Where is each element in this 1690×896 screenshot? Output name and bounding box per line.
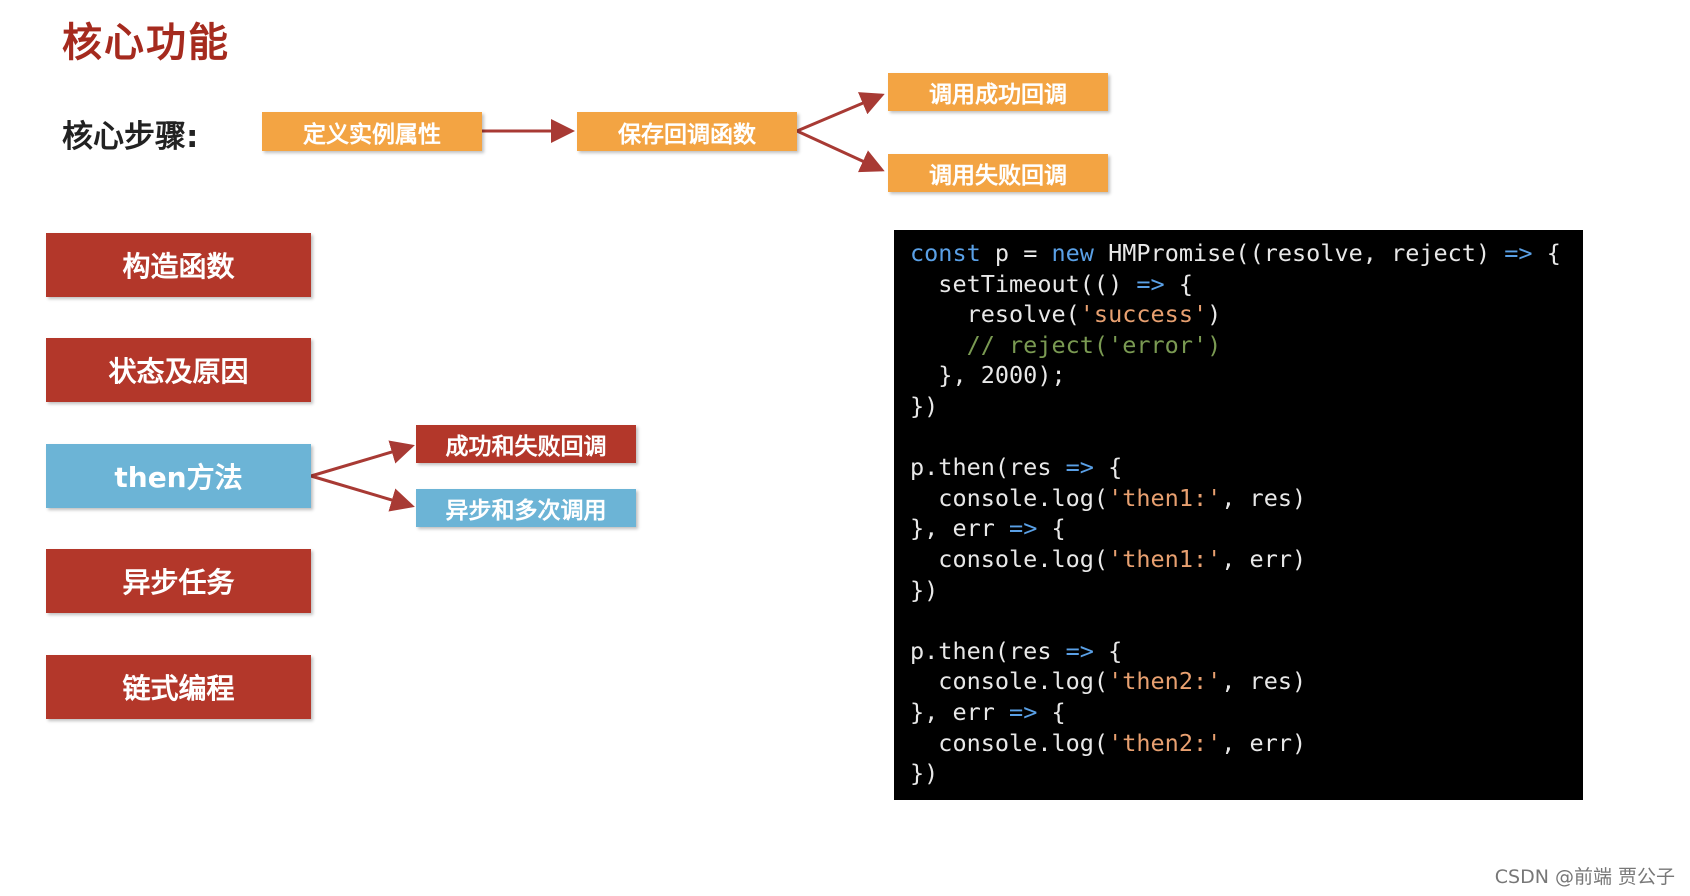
code-line: }, 2000); [910,360,1583,391]
code-token: => [1065,453,1094,482]
code-token: , err) [1221,728,1307,757]
code-token: { [1037,697,1066,726]
code-token: 'then2:' [1108,728,1222,757]
code-token: // reject('error') [910,330,1222,359]
code-token: { [1532,239,1561,267]
then-success-fail-callbacks: 成功和失败回调 [416,425,636,463]
code-token: , res) [1221,483,1307,512]
code-token: { [1093,453,1123,482]
code-token: , err) [1221,544,1307,573]
code-token: => [1065,636,1094,665]
code-token: p.then(res [910,453,1066,482]
feature-constructor: 构造函数 [46,233,311,297]
code-token: console.log( [910,544,1109,573]
arrow-save-to-fail [796,129,885,173]
step-call-success: 调用成功回调 [888,73,1108,111]
feature-async-task: 异步任务 [46,549,311,613]
code-token: p.then(res [910,636,1066,665]
code-token: , res) [1221,667,1307,696]
feature-state-reason: 状态及原因 [46,338,311,402]
code-line: p.then(res => { [910,452,1583,483]
feature-then-method: then方法 [46,444,311,508]
feature-chaining: 链式编程 [46,655,311,719]
code-line: }, err => { [910,697,1583,728]
code-token: new [1051,239,1094,267]
code-token: console.log( [910,667,1109,696]
code-token: 'then2:' [1108,667,1222,696]
code-token: => [1504,239,1533,267]
code-token: }, err [910,697,1010,726]
arrow-then-to-callbacks [310,440,415,478]
code-token: console.log( [910,728,1109,757]
core-steps-label: 核心步骤: [62,119,199,155]
code-token: ) [1207,300,1222,329]
code-block: const p = new HMPromise((resolve, reject… [894,230,1583,800]
page-title: 核心功能 [62,20,230,66]
then-async-multiple-calls: 异步和多次调用 [416,489,636,527]
step-define-instance-props: 定义实例属性 [262,112,482,151]
code-token: }) [910,391,939,420]
code-line: resolve('success') [910,299,1583,330]
code-token: { [1037,514,1066,543]
code-line: console.log('then1:', err) [910,544,1583,575]
code-token: 'then1:' [1108,483,1222,512]
code-token: => [1136,269,1165,298]
code-line: setTimeout(() => { [910,269,1583,300]
step-save-callbacks: 保存回调函数 [577,112,797,151]
code-line: }) [910,391,1583,422]
code-line: console.log('then2:', err) [910,728,1583,759]
code-line: p.then(res => { [910,636,1583,667]
code-token: }, 2000); [910,361,1066,390]
code-token: const [910,239,981,267]
code-token: 'then1:' [1108,544,1222,573]
code-line [910,605,1583,636]
code-token: }) [910,759,939,788]
code-line: }, err => { [910,513,1583,544]
code-token: { [1093,636,1123,665]
arrow-save-to-success [796,92,885,133]
code-token: 'success' [1079,300,1208,329]
step-call-fail: 调用失败回调 [888,154,1108,192]
code-line: // reject('error') [910,330,1583,361]
code-line: const p = new HMPromise((resolve, reject… [910,238,1583,269]
code-token: p = [980,239,1052,267]
code-token: console.log( [910,483,1109,512]
code-line: }) [910,575,1583,606]
code-token: { [1164,269,1193,298]
code-line: }) [910,758,1583,789]
code-line [910,422,1583,453]
code-line: console.log('then2:', res) [910,666,1583,697]
code-token: HMPromise((resolve, reject) [1093,239,1505,267]
code-token: }) [910,575,939,604]
code-token: resolve( [910,300,1080,329]
code-token: => [1009,514,1038,543]
code-token: setTimeout(() [910,269,1137,298]
code-token: }, err [910,514,1010,543]
code-token: => [1009,697,1038,726]
watermark: CSDN @前端 贾公子 [1494,866,1675,888]
code-line: console.log('then1:', res) [910,483,1583,514]
arrow-then-to-multiple [310,474,415,512]
